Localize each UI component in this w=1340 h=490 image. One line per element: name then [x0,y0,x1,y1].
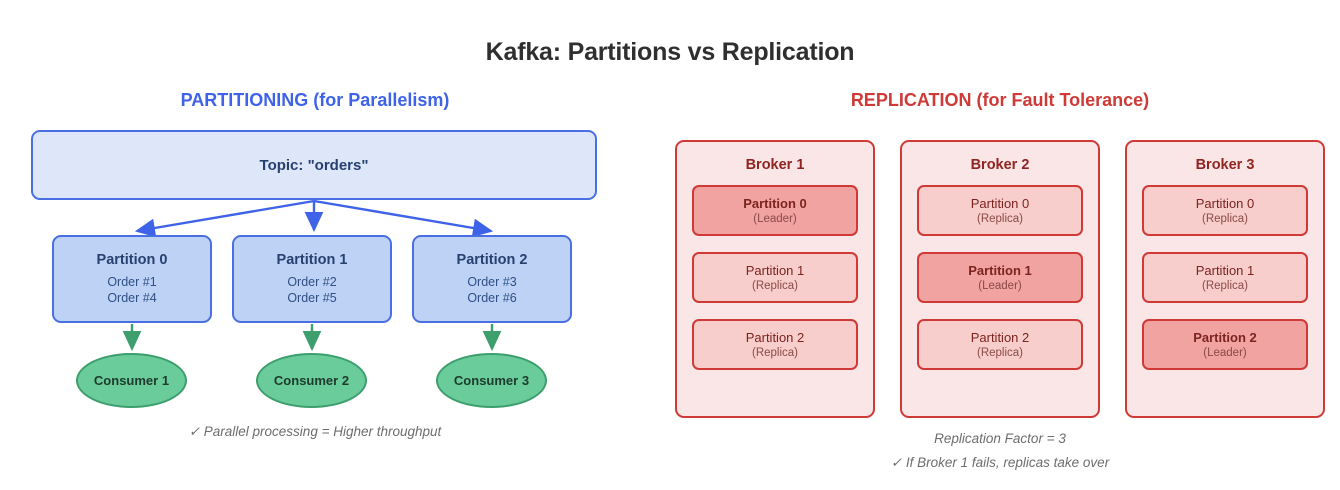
partition-box: Partition 0 Order #1 Order #4 [52,235,212,323]
broker-panel: Broker 3 Partition 0 (Replica) Partition… [1125,140,1325,418]
replica-box: Partition 2 (Replica) [692,319,858,370]
replica-name: Partition 1 [745,263,805,278]
consumer-node: Consumer 3 [436,353,547,408]
consumer-node: Consumer 1 [76,353,187,408]
replica-role: (Leader) [978,280,1022,292]
consumer-node: Consumer 2 [256,353,367,408]
replication-failover-caption: ✓ If Broker 1 fails, replicas take over [890,455,1110,470]
broker-title: Broker 1 [745,157,805,173]
broker-title: Broker 2 [970,157,1030,173]
replica-role: (Replica) [976,213,1023,225]
replica-role: (Leader) [1203,347,1247,359]
section-heading-partitioning: PARTITIONING (for Parallelism) [180,90,450,110]
replica-box: Partition 0 (Replica) [917,185,1083,236]
consumer-label: Consumer 2 [273,373,350,388]
replica-role: (Replica) [1201,213,1248,225]
broker-panel: Broker 2 Partition 0 (Replica) Partition… [900,140,1100,418]
section-heading-replication: REPLICATION (for Fault Tolerance) [850,90,1150,110]
topic-label: Topic: "orders" [259,156,369,174]
replica-box-leader: Partition 0 (Leader) [692,185,858,236]
partition-title: Partition 0 [96,252,168,268]
replica-box-leader: Partition 2 (Leader) [1142,319,1308,370]
replica-name: Partition 1 [1195,263,1255,278]
partitioning-caption: ✓ Parallel processing = Higher throughpu… [188,424,442,439]
replica-role: (Replica) [751,347,798,359]
replica-name: Partition 2 [745,330,805,345]
replica-name: Partition 0 [1195,196,1255,211]
partition-title: Partition 2 [456,252,528,268]
replica-role: (Leader) [753,213,797,225]
replica-name: Partition 0 [970,196,1030,211]
partition-order: Order #3 [467,275,517,289]
broker-title: Broker 3 [1195,157,1255,173]
replica-box: Partition 1 (Replica) [692,252,858,303]
replica-box: Partition 0 (Replica) [1142,185,1308,236]
replica-name: Partition 0 [743,196,807,211]
broker-panel: Broker 1 Partition 0 (Leader) Partition … [675,140,875,418]
partition-order: Order #6 [467,291,517,305]
replica-list: Partition 0 (Replica) Partition 1 (Repli… [1142,185,1308,370]
partition-order: Order #1 [107,275,157,289]
replica-role: (Replica) [1201,280,1248,292]
topic-box: Topic: "orders" [31,130,597,200]
partition-box: Partition 1 Order #2 Order #5 [232,235,392,323]
replica-box-leader: Partition 1 (Leader) [917,252,1083,303]
replica-role: (Replica) [751,280,798,292]
replica-box: Partition 2 (Replica) [917,319,1083,370]
partition-order: Order #5 [287,291,337,305]
replica-name: Partition 2 [970,330,1030,345]
partition-order: Order #2 [287,275,337,289]
replica-name: Partition 2 [1193,330,1257,345]
replica-name: Partition 1 [968,263,1032,278]
page-title: Kafka: Partitions vs Replication [485,38,855,66]
partition-box: Partition 2 Order #3 Order #6 [412,235,572,323]
consumer-label: Consumer 3 [453,373,530,388]
replica-role: (Replica) [976,347,1023,359]
replica-list: Partition 0 (Replica) Partition 1 (Leade… [917,185,1083,370]
replica-list: Partition 0 (Leader) Partition 1 (Replic… [692,185,858,370]
consumer-label: Consumer 1 [93,373,170,388]
replica-box: Partition 1 (Replica) [1142,252,1308,303]
partition-order: Order #4 [107,291,157,305]
replication-factor-caption: Replication Factor = 3 [934,431,1066,446]
partition-title: Partition 1 [276,252,348,268]
